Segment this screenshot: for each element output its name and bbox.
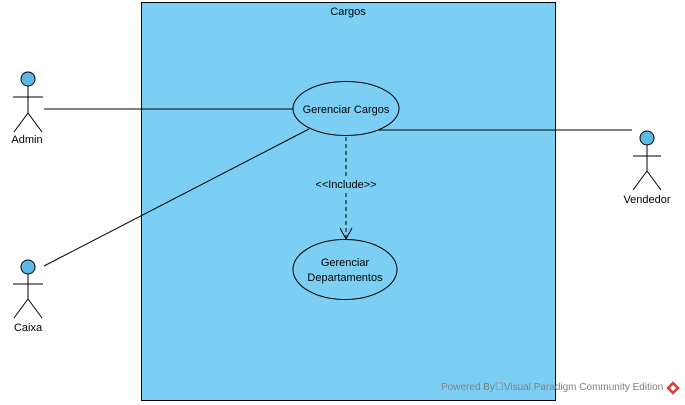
actor-vendedor[interactable]: [632, 130, 662, 191]
use-case-gerenciar-cargos[interactable]: Gerenciar Cargos: [292, 81, 400, 136]
use-case-gerenciar-departamentos[interactable]: Gerenciar Departamentos: [292, 239, 398, 300]
actor-caixa[interactable]: [13, 259, 43, 319]
include-arrowhead: [339, 227, 353, 241]
system-title: Cargos: [330, 6, 366, 18]
visual-paradigm-logo-icon: [666, 381, 680, 395]
use-case-label: Gerenciar Cargos: [303, 104, 390, 116]
actor-label-admin: Admin: [11, 134, 42, 146]
actor-admin[interactable]: [13, 71, 43, 133]
actor-head-icon: [20, 71, 36, 87]
actor-label-vendedor: Vendedor: [623, 194, 670, 206]
actor-head-icon: [639, 130, 655, 146]
use-case-label-line2: Departamentos: [307, 272, 383, 284]
actor-head-icon: [20, 259, 36, 275]
include-label: <<Include>>: [315, 179, 376, 191]
association-caixa-gerenciar-cargos[interactable]: [43, 128, 310, 267]
use-case-label-line1: Gerenciar: [321, 257, 370, 269]
system-boundary[interactable]: [141, 2, 556, 401]
watermark-text: Powered By☐Visual Paradigm Community Edi…: [441, 382, 664, 393]
actor-label-caixa: Caixa: [14, 322, 43, 334]
include-relation[interactable]: [339, 137, 353, 241]
